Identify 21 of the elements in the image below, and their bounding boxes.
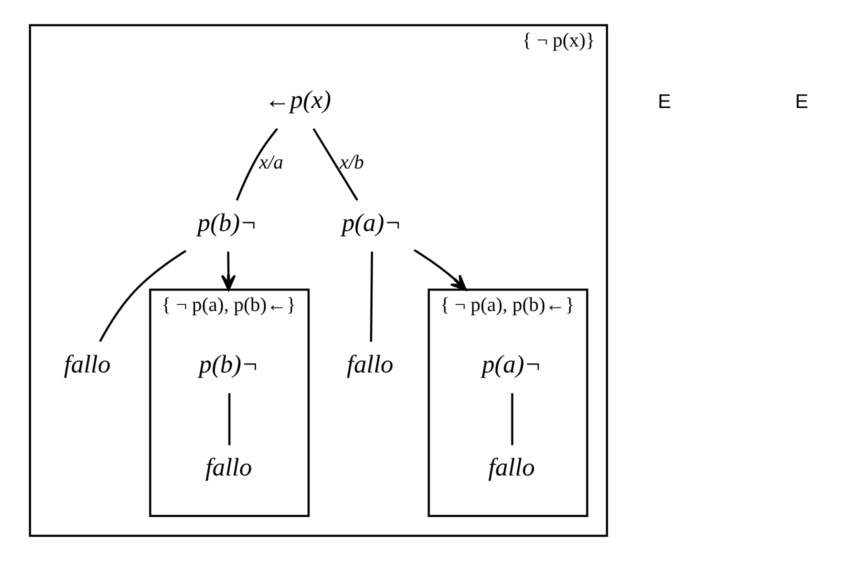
connector (370, 252, 373, 342)
arrow (220, 252, 236, 291)
node-text: fallo (63, 349, 110, 378)
connector (235, 128, 278, 201)
node-text: p(b)¬ (197, 208, 257, 237)
node-text: p(a)¬ (341, 208, 401, 237)
label: E (794, 91, 808, 114)
connector (312, 128, 358, 201)
edge-label: x/a (258, 151, 283, 174)
connector (510, 393, 513, 446)
label: E (657, 91, 671, 114)
node-text: ←p(x) (264, 84, 331, 114)
connector (228, 393, 230, 446)
edge-label: x/b (339, 151, 364, 174)
node-text: p(b)¬ (198, 349, 258, 378)
arrow (413, 249, 466, 291)
connector (98, 250, 186, 342)
node-text: p(a)¬ (481, 349, 541, 378)
node-text: fallo (204, 452, 252, 482)
node-text: fallo (346, 349, 393, 378)
node-text: fallo (488, 452, 534, 482)
